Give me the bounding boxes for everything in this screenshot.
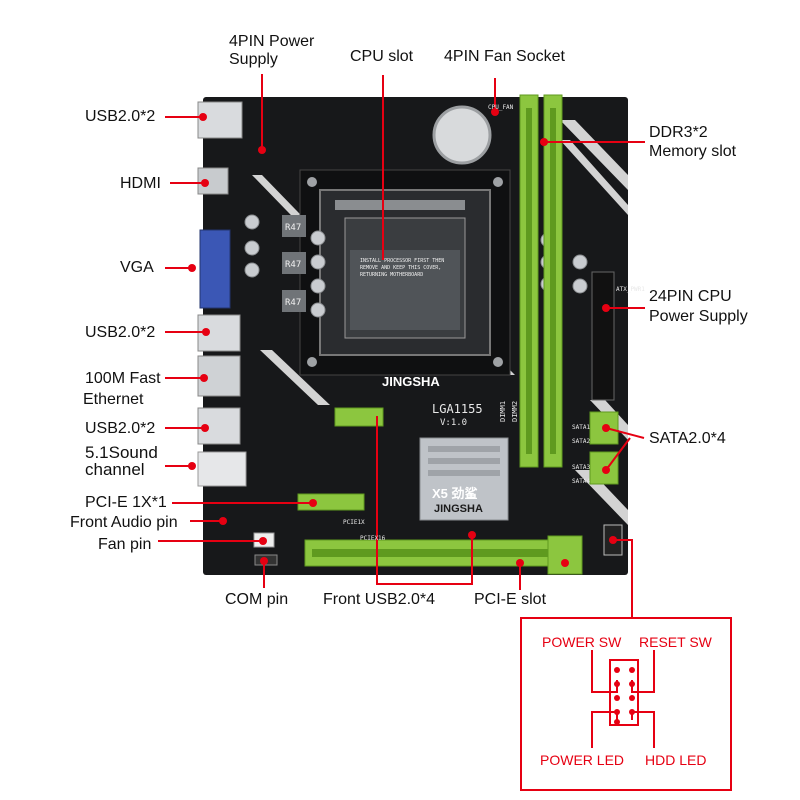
choke-label-2: R47 <box>285 260 302 270</box>
label-4pin-power-1: 4PIN Power <box>229 33 315 50</box>
label-hdmi: HDMI <box>120 175 161 192</box>
front-usb-header-upper <box>334 407 384 427</box>
pointer-dot <box>260 557 268 565</box>
label-usb-mid: USB2.0*2 <box>85 324 156 341</box>
sata3-silk: SATA3 <box>572 464 591 471</box>
socket-warning-text: INSTALL PROCESSOR FIRST THEN REMOVE AND … <box>360 258 445 278</box>
fan-silk: CPU_FAN <box>488 104 514 111</box>
chipset-heatsink <box>419 437 509 521</box>
header-power-sw: POWER SW <box>542 634 622 650</box>
socket-screw <box>307 177 317 187</box>
label-sata: SATA2.0*4 <box>649 430 726 447</box>
pcie-latch <box>547 535 583 575</box>
dimm2-label: DIMM2 <box>511 400 519 422</box>
pointer-dot <box>468 531 476 539</box>
label-vga: VGA <box>120 259 154 276</box>
label-24pin-2: Power Supply <box>649 308 748 325</box>
heatsink-brand: JINGSHA <box>434 503 483 515</box>
pointer-dot <box>516 559 524 567</box>
choke-label-3: R47 <box>285 298 302 308</box>
board-socket-name: LGA1155 <box>432 402 483 416</box>
pointer-dot <box>201 179 209 187</box>
label-24pin-1: 24PIN CPU <box>649 288 732 305</box>
pointer-dot <box>561 559 569 567</box>
board-brand: JINGSHA <box>382 374 440 389</box>
label-ddr3-2: Memory slot <box>649 143 737 160</box>
pointer-dot <box>200 374 208 382</box>
header-reset-sw: RESET SW <box>639 634 712 650</box>
label-pcie-1x: PCI-E 1X*1 <box>85 494 167 511</box>
pointer-dot <box>602 466 610 474</box>
pointer-dot <box>188 264 196 272</box>
pointer-dot <box>602 424 610 432</box>
board-socket-version: V:1.0 <box>440 418 468 428</box>
label-com-pin: COM pin <box>225 591 289 608</box>
pointer-dot <box>219 517 227 525</box>
socket-screw <box>307 357 317 367</box>
vrm-chokes <box>282 215 306 312</box>
pointer-dot <box>258 146 266 154</box>
pointer-lines <box>158 74 645 618</box>
cpu-socket <box>299 169 511 376</box>
label-front-usb: Front USB2.0*4 <box>323 591 436 608</box>
header-power-led: POWER LED <box>540 752 625 768</box>
label-cpu-slot: CPU slot <box>350 48 414 65</box>
atx-silk: ATX_PWR1 <box>616 286 645 293</box>
sata1-silk: SATA1 <box>572 424 591 431</box>
label-pcie-slot: PCI-E slot <box>474 591 547 608</box>
label-fan-pin: Fan pin <box>98 536 152 553</box>
label-ethernet-2: Ethernet <box>83 391 144 408</box>
cmos-battery <box>432 105 492 165</box>
label-usb-top: USB2.0*2 <box>85 108 156 125</box>
pointer-dot <box>309 499 317 507</box>
socket-screw <box>493 177 503 187</box>
label-4pin-power-2: Supply <box>229 51 278 68</box>
socket-screw <box>493 357 503 367</box>
sata2-silk: SATA2 <box>572 438 591 445</box>
board-logo: X5 劲鲨 <box>432 486 478 501</box>
pcie-x16-silk: PCIEX16 <box>360 535 386 542</box>
label-fan-socket: 4PIN Fan Socket <box>444 48 565 65</box>
pointer-dot <box>201 424 209 432</box>
label-usb-low: USB2.0*2 <box>85 420 156 437</box>
pointer-dot <box>188 462 196 470</box>
ddr3-slots <box>519 94 563 468</box>
pcie-x1-silk: PCIE1X <box>343 519 365 526</box>
choke-label-1: R47 <box>285 223 302 233</box>
pointer-dot <box>602 304 610 312</box>
sata4-silk: SATA4 <box>572 478 591 485</box>
pointer-dot <box>491 108 499 116</box>
label-front-audio: Front Audio pin <box>70 514 178 531</box>
label-ethernet-1: 100M Fast <box>85 370 161 387</box>
label-sound-1: 5.1Sound <box>85 443 158 462</box>
pointer-dot <box>609 536 617 544</box>
pointer-dot <box>199 113 207 121</box>
label-sound-2: channel <box>85 460 145 479</box>
header-hdd-led: HDD LED <box>645 752 707 768</box>
pointer-dot <box>202 328 210 336</box>
label-ddr3-1: DDR3*2 <box>649 124 708 141</box>
front-panel-callout-box <box>520 617 732 791</box>
atx-24pin-connector <box>591 271 615 401</box>
pointer-dot <box>540 138 548 146</box>
pointer-dot <box>259 537 267 545</box>
